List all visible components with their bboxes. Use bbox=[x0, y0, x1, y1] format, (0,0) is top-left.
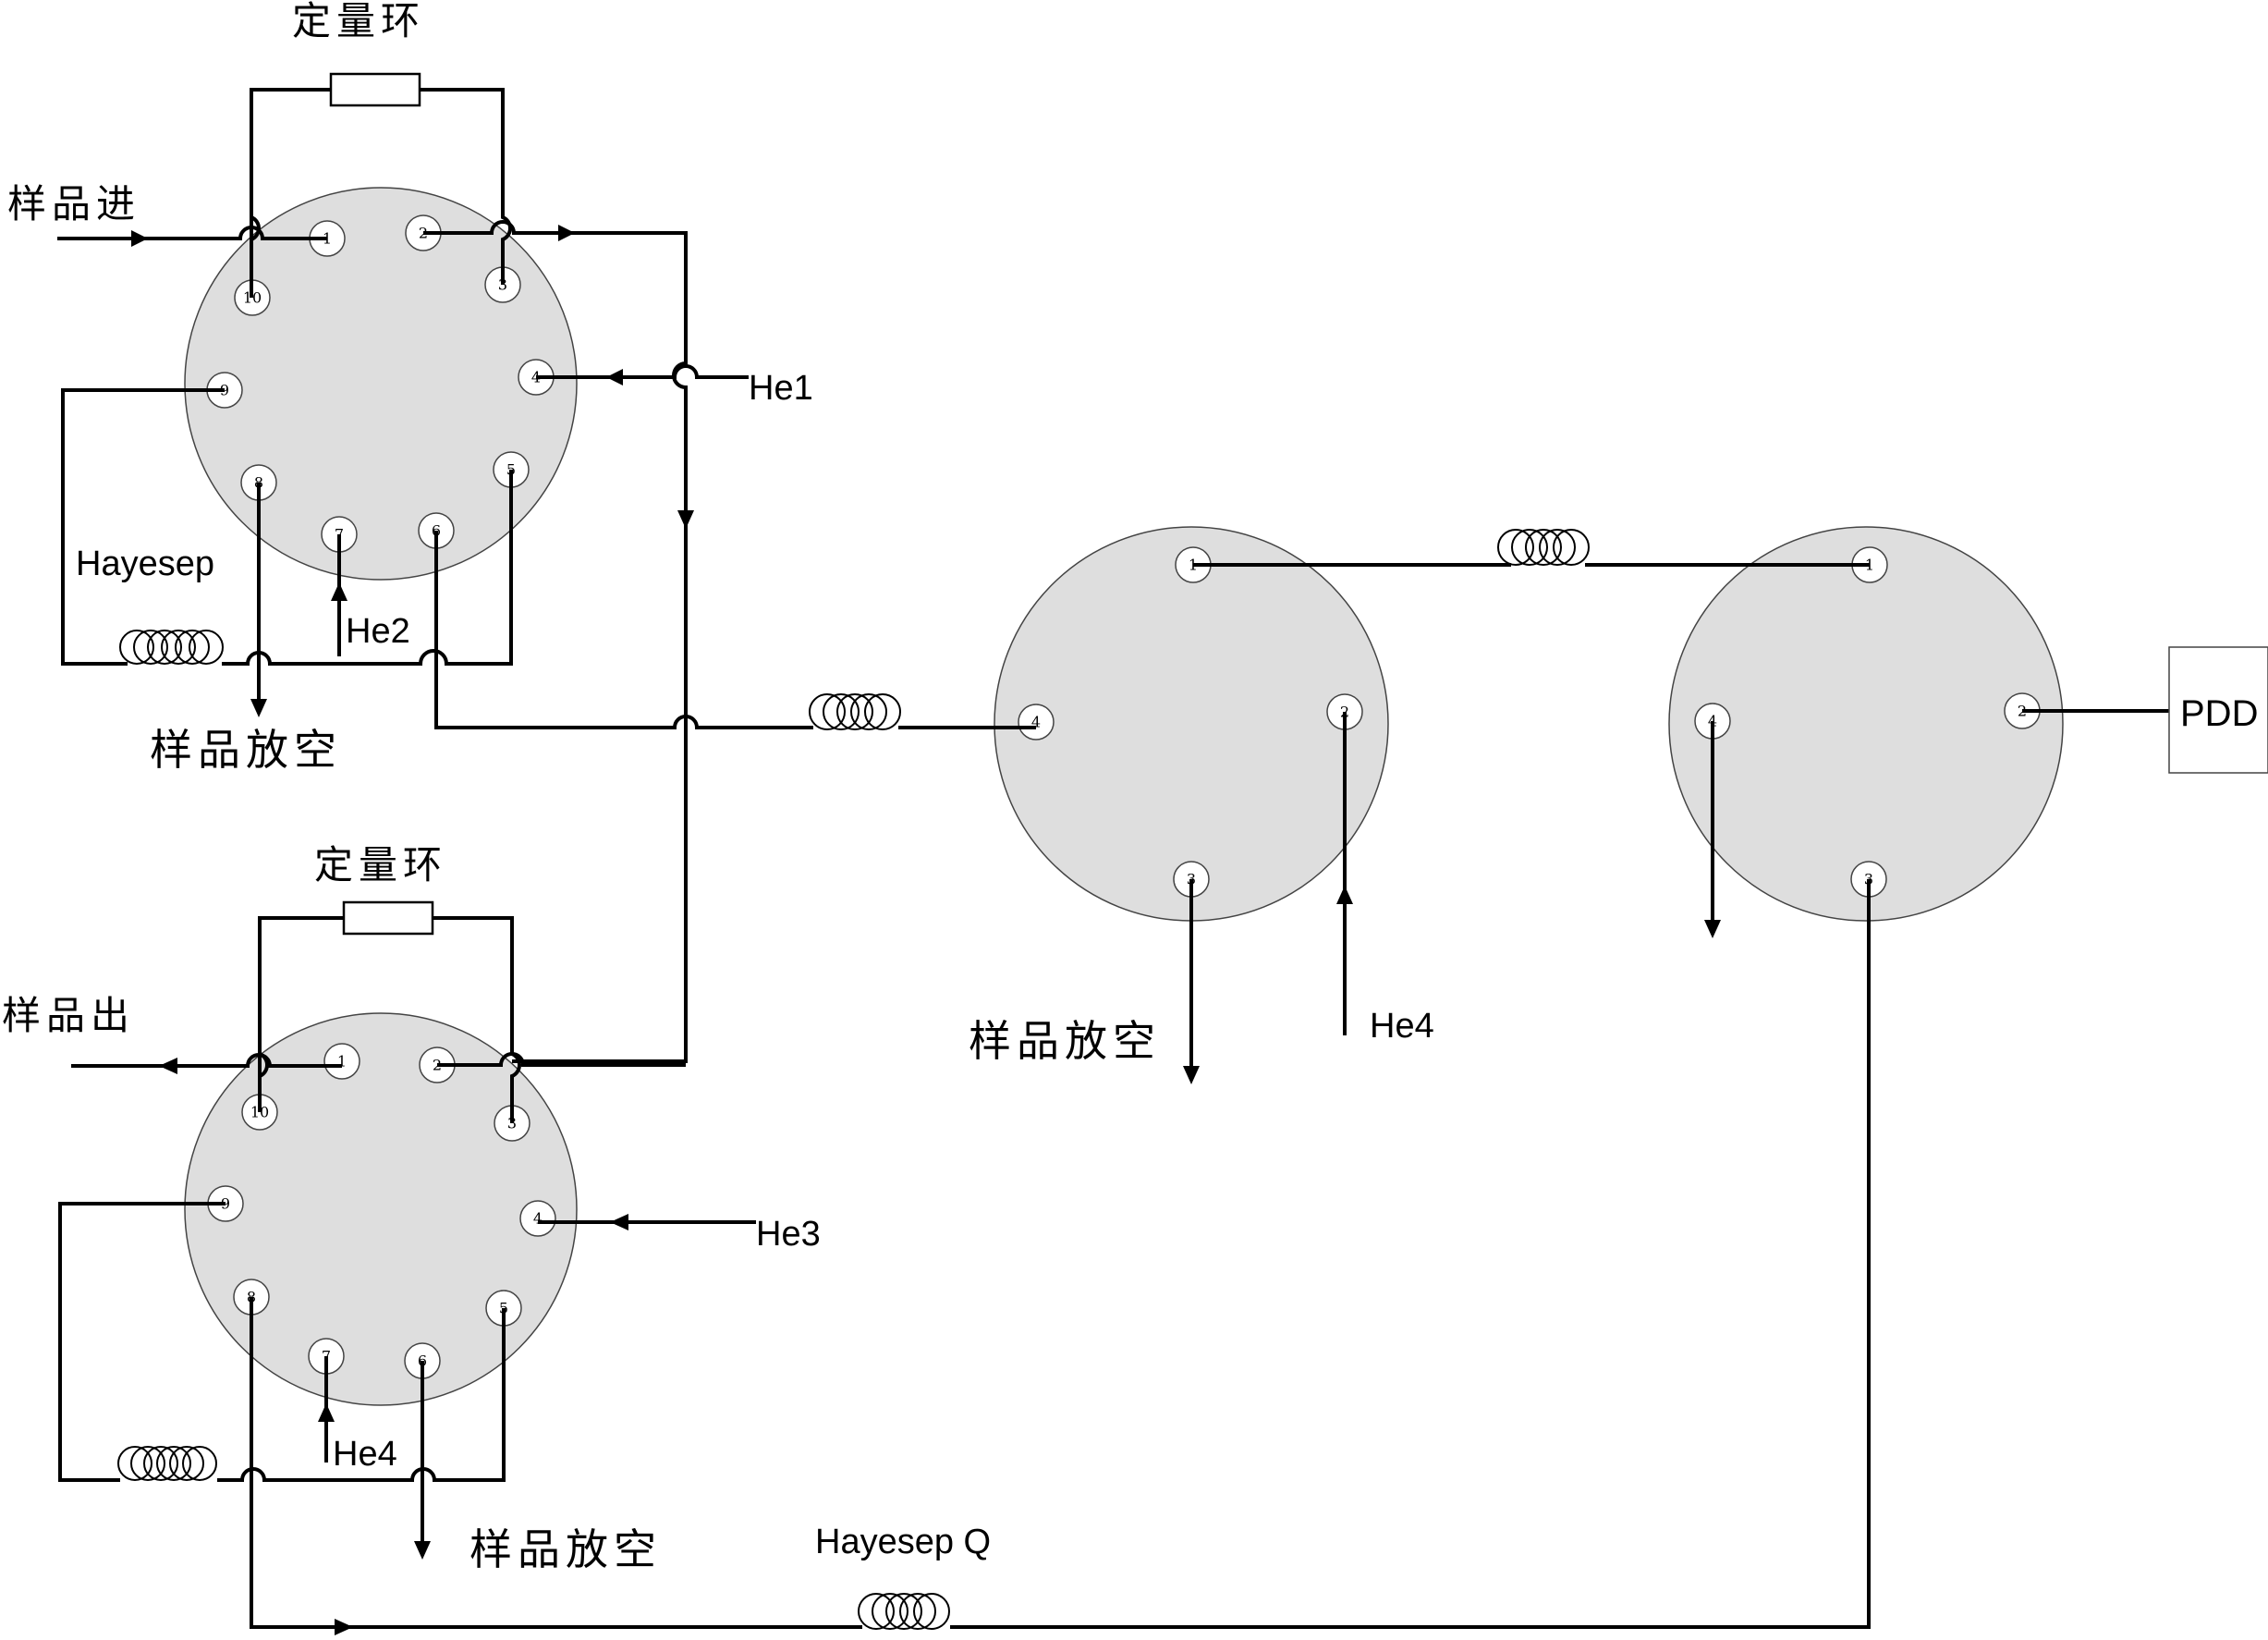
flow-arrows bbox=[131, 225, 1721, 1635]
hayesep-column-line bbox=[61, 388, 513, 666]
svg-text:4: 4 bbox=[1031, 714, 1041, 731]
he3-label: He3 bbox=[756, 1215, 821, 1254]
top-to-bottom-transfer-line bbox=[512, 684, 688, 1063]
arrow-he3 bbox=[610, 1214, 628, 1230]
arrow-transfer-down bbox=[677, 510, 694, 529]
he2-label: He2 bbox=[346, 612, 410, 651]
arrow-sample-in bbox=[131, 230, 148, 247]
sample-out-label: 样品出 bbox=[2, 993, 135, 1038]
hayesep-q-line bbox=[250, 879, 1871, 1629]
valve-body bbox=[1668, 526, 2064, 922]
coil-hayesep-top bbox=[119, 630, 224, 665]
pdd-label: PDD bbox=[2180, 693, 2258, 734]
coil-hayesep-bottom bbox=[117, 1446, 217, 1481]
port6-to-column-line bbox=[434, 531, 813, 729]
loop-label-top: 定量环 bbox=[292, 0, 425, 43]
arrow-he4-bottom-up bbox=[318, 1403, 335, 1422]
sample-in-label: 样品进 bbox=[7, 181, 140, 226]
arrow-vent-top bbox=[250, 699, 267, 717]
valve-body bbox=[184, 1012, 578, 1406]
arrow-he2-up bbox=[331, 582, 348, 601]
four-port-valve-right: 1 2 3 4 bbox=[1668, 526, 2064, 922]
vent-label-top: 样品放空 bbox=[150, 725, 342, 775]
coil-hayesep-q bbox=[858, 1593, 950, 1630]
he4-middle-label: He4 bbox=[1370, 1007, 1434, 1046]
valve-port-4: 4 bbox=[519, 1200, 556, 1237]
sample-in-line bbox=[57, 226, 327, 240]
valve-port-4: 4 bbox=[1018, 704, 1055, 740]
coil-column-link bbox=[1497, 529, 1590, 566]
arrow-vent-bottom bbox=[414, 1541, 431, 1560]
svg-text:1: 1 bbox=[337, 1053, 347, 1071]
vent-label-middle: 样品放空 bbox=[969, 1016, 1161, 1066]
hayesep-label: Hayesep bbox=[76, 545, 214, 583]
arrow-hayesep-q bbox=[335, 1619, 353, 1635]
bottom-valve-lines bbox=[58, 879, 1871, 1629]
he1-label: He1 bbox=[749, 369, 813, 408]
svg-text:4: 4 bbox=[533, 1210, 543, 1228]
top-valve-lines bbox=[57, 72, 813, 1063]
arrow-sample-out bbox=[159, 1058, 177, 1074]
coil-column-middle bbox=[809, 693, 901, 730]
pdd-detector-box bbox=[2168, 646, 2268, 774]
hayesep-bottom-line bbox=[58, 1202, 506, 1482]
he4-bottom-label: He4 bbox=[333, 1435, 397, 1474]
sample-out-line bbox=[71, 1053, 342, 1068]
arrow-right-port4 bbox=[1704, 920, 1721, 938]
hayesep-q-label: Hayesep Q bbox=[815, 1523, 991, 1561]
vent-label-bottom: 样品放空 bbox=[469, 1524, 662, 1574]
valve-port-1: 1 bbox=[323, 1043, 360, 1080]
loop-label-bottom: 定量环 bbox=[314, 842, 447, 887]
four-port-valve-middle: 1 2 3 4 bbox=[994, 526, 1389, 922]
port2-outlet-line bbox=[423, 220, 688, 684]
middle-right-lines bbox=[898, 563, 2169, 1068]
arrow-he4-mid-up bbox=[1336, 886, 1353, 904]
valve-body bbox=[184, 187, 578, 581]
ten-port-valve-top: 1 2 3 4 5 6 7 8 9 10 bbox=[184, 187, 578, 581]
port2-bottom-line bbox=[437, 1052, 686, 1067]
diagram-labels: 定量环 样品进 He1 Hayesep He2 样品放空 定量环 样品出 He3… bbox=[2, 0, 2258, 1574]
ten-port-valve-bottom: 1 2 3 4 5 6 7 8 9 10 bbox=[184, 1012, 578, 1406]
arrow-vent-mid bbox=[1183, 1066, 1200, 1084]
he1-line bbox=[536, 364, 749, 379]
arrow-port2-out bbox=[558, 225, 575, 241]
arrow-he1 bbox=[606, 369, 623, 386]
